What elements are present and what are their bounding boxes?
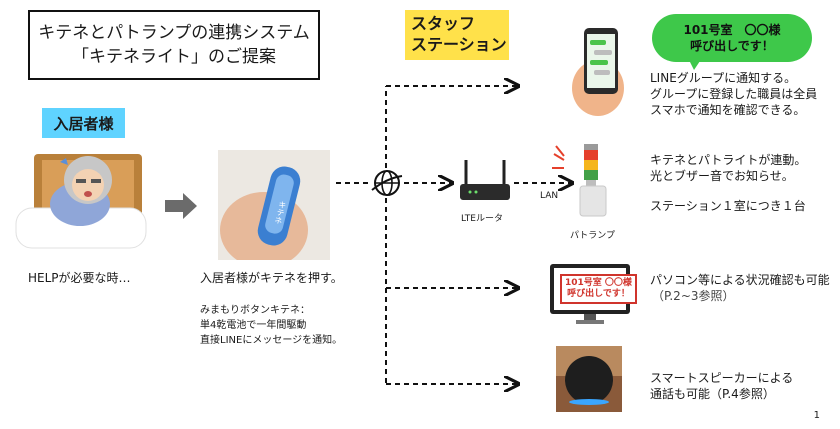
button-desc-line1: みまもりボタンキテネ： — [200, 305, 310, 316]
lamp-text-line2: 光とブザー音でお知らせ。 — [650, 169, 794, 183]
pc-text: パソコン等による状況確認も可能 （P.2~3参照） — [650, 272, 830, 304]
press-caption: 入居者様がキテネを押す。 — [200, 271, 343, 285]
page-number: 1 — [813, 410, 820, 421]
title-box: キテネとパトランプの連携システム 「キテネライト」のご提案 — [28, 10, 320, 80]
title-line1: キテネとパトランプの連携システム — [38, 23, 310, 43]
staff-tag-line2: ステーション — [411, 35, 507, 54]
line-notify-line1: LINEグループに通知する。 — [650, 71, 797, 85]
pc-text-line2: （P.2~3参照） — [652, 289, 735, 303]
pc-screen-line2: 呼び出しです！ — [567, 289, 630, 299]
help-caption: HELPが必要な時… — [28, 271, 131, 285]
button-description: みまもりボタンキテネ： 単4乾電池で一年間駆動 直接LINEにメッセージを通知。 — [200, 303, 342, 348]
smartphone-illustration — [572, 28, 624, 116]
lamp-text-line1: キテネとパトライトが連動。 — [650, 153, 807, 167]
staff-tag-line1: スタッフ — [411, 14, 476, 33]
line-notify-text: LINEグループに通知する。 グループに登録した職員は全員 スマホで通知を確認で… — [650, 70, 817, 118]
resident-illustration — [15, 154, 147, 249]
station-text: ステーション１室につき１台 — [650, 199, 806, 213]
bubble-line1: 101号室 〇〇様 — [683, 23, 781, 37]
line-notify-line2: グループに登録した職員は全員 — [650, 87, 818, 101]
pc-screen-line1: 101号室 〇〇様 — [565, 278, 632, 288]
bubble-tail — [688, 58, 702, 70]
resident-tag: 入居者様 — [42, 108, 125, 138]
lte-router-icon — [460, 160, 510, 200]
call-notification-bubble: 101号室 〇〇様 呼び出しです！ — [652, 14, 812, 62]
button-desc-line2: 単4乾電池で一年間駆動 — [200, 320, 307, 331]
lamp-text: キテネとパトライトが連動。 光とブザー音でお知らせ。 — [650, 152, 806, 184]
speaker-text-line2: 通話も可能（P.4参照） — [650, 387, 775, 401]
kitene-button-photo: キテネ — [218, 150, 330, 260]
smart-speaker-illustration — [556, 346, 622, 412]
line-notify-line3: スマホで通知を確認できる。 — [650, 103, 806, 117]
staff-station-tag: スタッフ ステーション — [405, 10, 509, 60]
button-desc-line3: 直接LINEにメッセージを通知。 — [200, 335, 343, 346]
speaker-text-line1: スマートスピーカーによる — [650, 371, 794, 385]
router-label: LTEルータ — [461, 214, 503, 224]
patlamp-illustration — [552, 144, 607, 217]
speaker-text: スマートスピーカーによる 通話も可能（P.4参照） — [650, 370, 793, 402]
bubble-line2: 呼び出しです！ — [690, 39, 774, 53]
flow-arrow-icon — [165, 193, 197, 219]
patlamp-label: パトランプ — [570, 231, 616, 241]
pc-text-line1: パソコン等による状況確認も可能 — [650, 273, 830, 287]
title-line2: 「キテネライト」のご提案 — [72, 47, 276, 67]
pc-screen-alert: 101号室 〇〇様 呼び出しです！ — [560, 274, 637, 304]
internet-globe-icon — [370, 168, 404, 198]
lan-label: LAN — [540, 191, 559, 201]
